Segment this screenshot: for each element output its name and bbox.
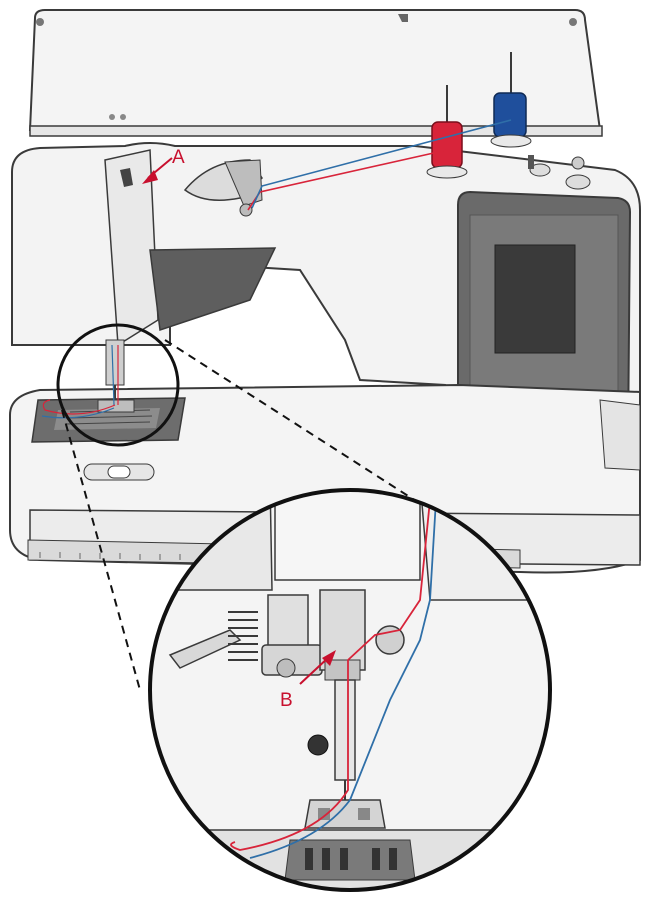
blue-thread-spool: [493, 92, 527, 138]
touch-screen: [494, 244, 576, 354]
overview-needle-area: [41, 339, 135, 419]
red-thread-spool: [431, 121, 463, 169]
callout-a-label: A: [172, 147, 185, 168]
spools: [426, 52, 532, 179]
machine-lid: [28, 9, 603, 137]
arm-opening: [149, 247, 277, 332]
callout-a: A: [142, 147, 185, 184]
threads-top: [247, 119, 512, 211]
top-button-2: [565, 174, 591, 190]
callout-b-label: B: [280, 690, 293, 711]
zoom-connector-lines: [61, 339, 431, 691]
magnifier-large-circle: [148, 488, 552, 892]
callout-b: B: [280, 650, 336, 711]
magnifier-small-circle: [56, 323, 180, 447]
top-button-1: [529, 163, 551, 177]
lid-screw-right: [569, 18, 577, 26]
lid-screw-left: [36, 18, 44, 26]
presser-foot: [304, 799, 386, 829]
